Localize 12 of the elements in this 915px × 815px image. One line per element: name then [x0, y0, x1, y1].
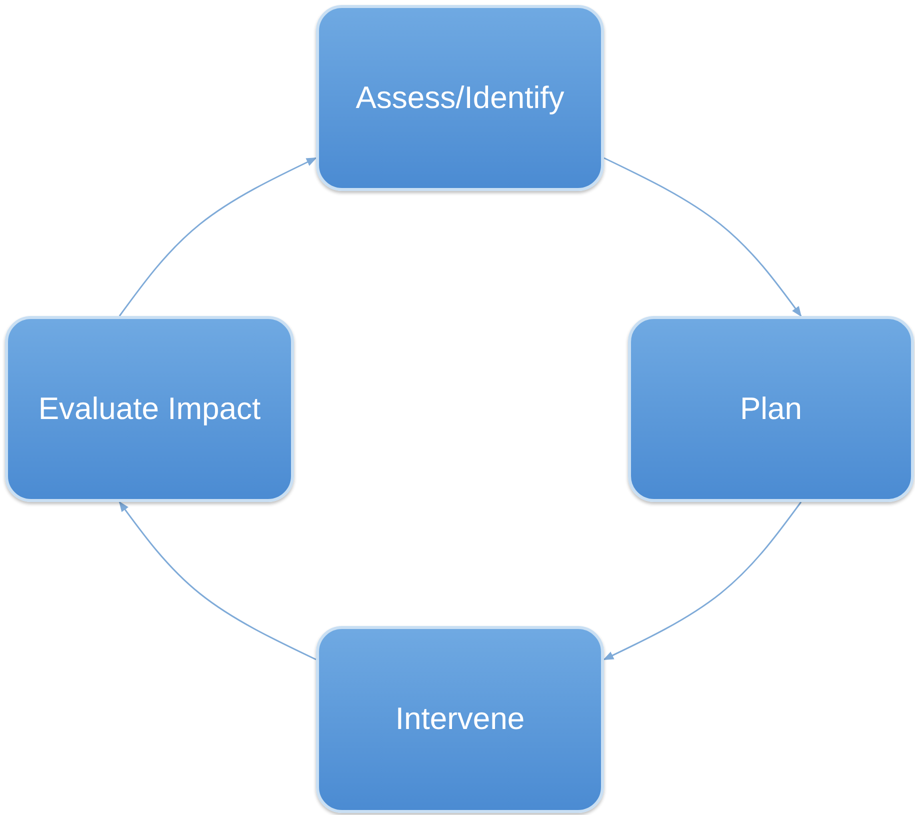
box-label: Assess/Identify — [354, 78, 566, 117]
box-label: Plan — [738, 390, 804, 428]
arrow — [603, 502, 802, 660]
box-label: Evaluate Impact — [37, 390, 262, 428]
process-box — [5, 316, 294, 502]
process-box — [628, 316, 914, 502]
process-box — [316, 626, 604, 813]
box-label: Intervene — [394, 700, 526, 738]
process-box — [316, 5, 604, 191]
arrow — [604, 157, 802, 317]
arrow — [118, 501, 316, 660]
arrow — [118, 157, 317, 316]
